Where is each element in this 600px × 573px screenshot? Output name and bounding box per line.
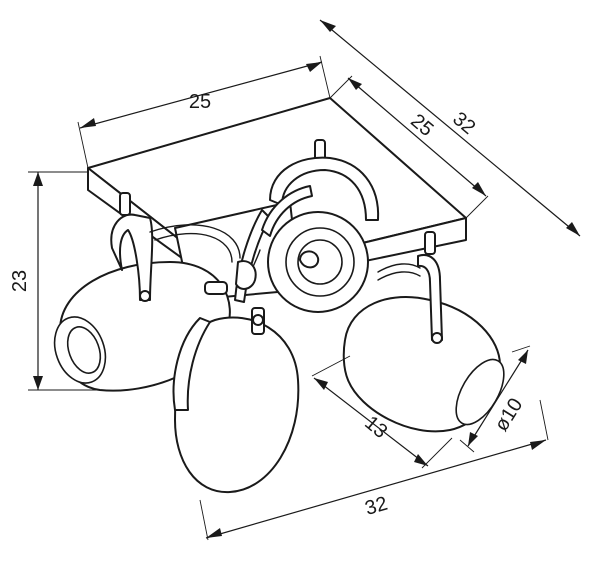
- spotlight-right: [342, 231, 505, 433]
- dimension-overall-width: 32: [199, 399, 549, 541]
- label-overall-depth: 32: [448, 108, 479, 139]
- dimension-top-width: 25: [77, 55, 331, 169]
- label-overall-width: 32: [363, 493, 390, 520]
- arm-links: [204, 260, 257, 295]
- label-base-depth: 25: [406, 110, 437, 141]
- label-top-width: 25: [189, 91, 211, 113]
- dimension-height: 23: [9, 171, 100, 391]
- label-height: 23: [9, 270, 31, 292]
